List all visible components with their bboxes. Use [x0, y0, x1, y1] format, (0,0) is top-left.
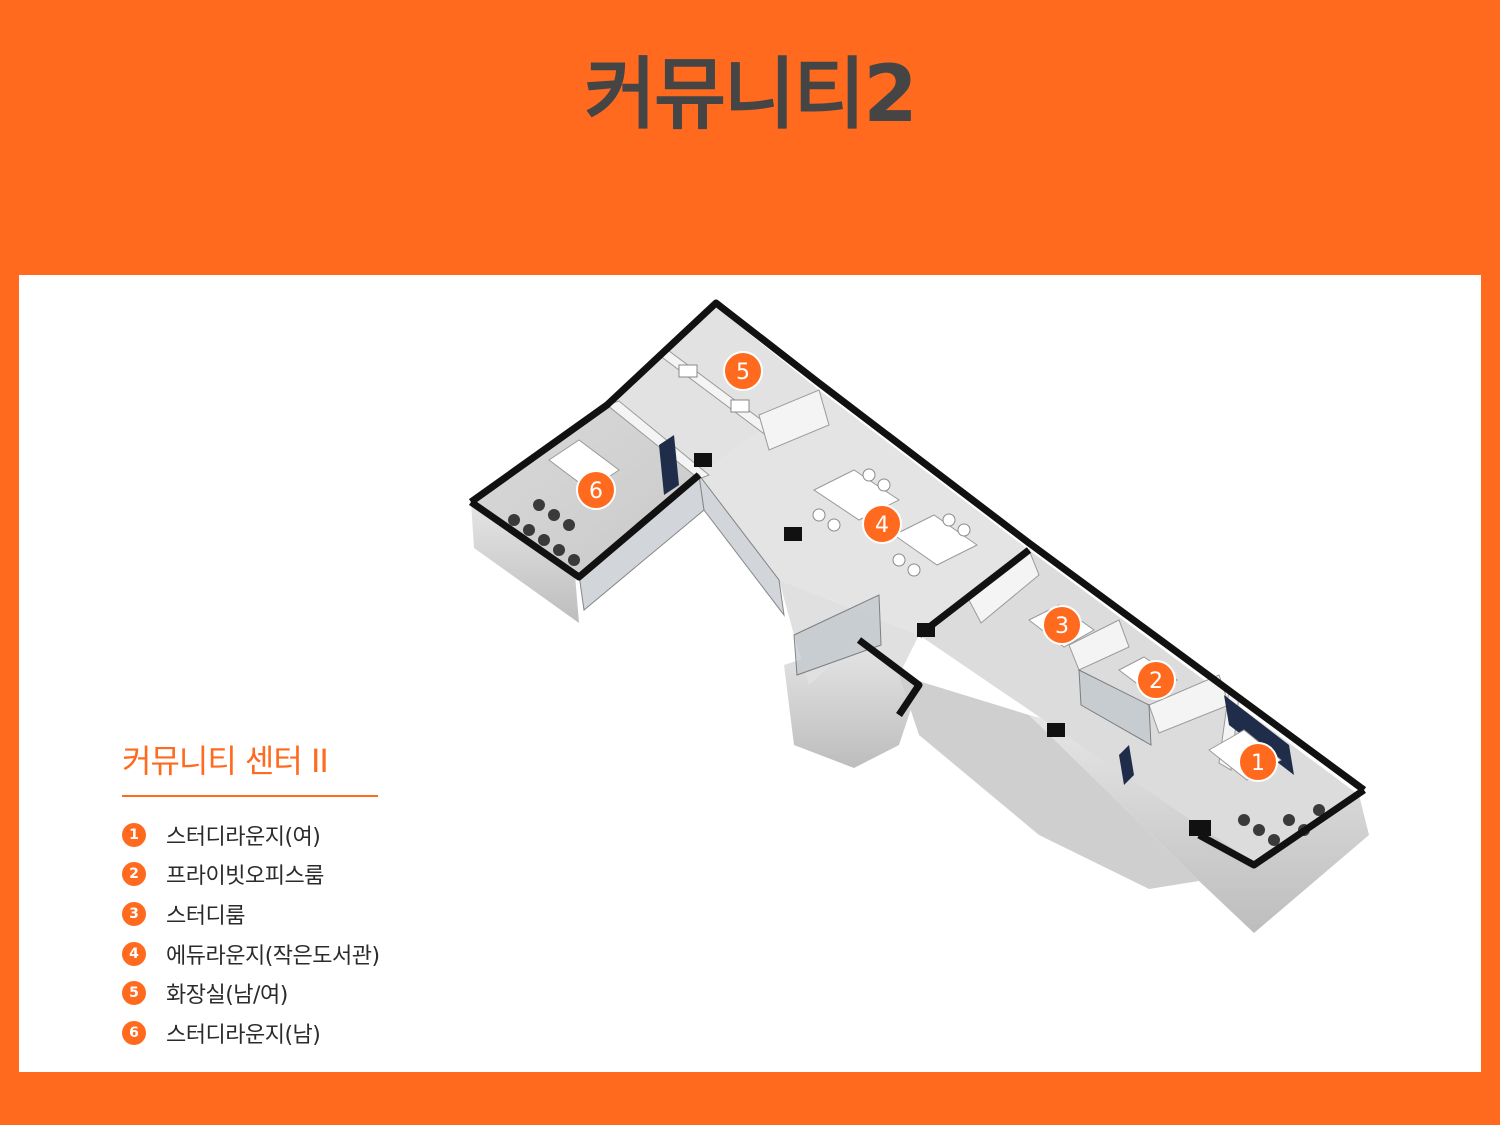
- room-marker-2: 2: [1136, 660, 1176, 700]
- legend-item-label: 스터디룸: [166, 903, 245, 929]
- room-marker-1: 1: [1238, 742, 1278, 782]
- legend-number-badge: 2: [122, 862, 146, 887]
- room-marker-label: 2: [1149, 669, 1163, 694]
- floor-plan-illustration: 1 2 3 4 5 6: [468, 299, 1369, 933]
- legend-item: 2 프라이빗오피스룸: [122, 855, 542, 895]
- legend-item: 1 스터디라운지(여): [122, 815, 542, 855]
- legend-number-badge: 6: [122, 1020, 146, 1045]
- room-marker-label: 5: [736, 360, 750, 385]
- room-marker-6: 6: [576, 470, 616, 510]
- room-marker-5: 5: [723, 351, 763, 391]
- legend-title: 커뮤니티 센터 II: [122, 742, 329, 780]
- legend-item-label: 스터디라운지(남): [166, 1022, 321, 1048]
- legend-item: 4 에듀라운지(작은도서관): [122, 934, 542, 974]
- legend-number-badge: 3: [122, 901, 146, 926]
- legend-item-label: 화장실(남/여): [166, 983, 288, 1009]
- room-legend: 커뮤니티 센터 II 1 스터디라운지(여) 2 프라이빗오피스룸 3 스터디룸…: [122, 737, 542, 1053]
- room-marker-label: 1: [1251, 751, 1265, 776]
- room-marker-4: 4: [862, 504, 902, 544]
- building-outline: [468, 299, 1367, 869]
- room-marker-label: 3: [1055, 614, 1069, 639]
- page-title: 커뮤니티2: [584, 50, 917, 140]
- legend-item: 3 스터디룸: [122, 894, 542, 934]
- legend-item-label: 스터디라운지(여): [166, 824, 321, 850]
- room-marker-label: 4: [875, 513, 889, 538]
- legend-number-badge: 4: [122, 941, 146, 966]
- legend-number-badge: 1: [122, 822, 146, 847]
- restroom-fixtures: [678, 364, 750, 413]
- room-marker-label: 6: [589, 479, 603, 504]
- legend-divider: [122, 795, 378, 797]
- legend-item-label: 에듀라운지(작은도서관): [166, 943, 380, 969]
- room-marker-3: 3: [1042, 605, 1082, 645]
- legend-item-label: 프라이빗오피스룸: [166, 864, 324, 890]
- legend-number-badge: 5: [122, 981, 146, 1006]
- content-panel: 1 2 3 4 5 6 커뮤니티 센터 II 1 스터디라운지(여): [19, 275, 1481, 1072]
- glass-partitions: [578, 473, 1152, 746]
- structural-columns: [694, 453, 1211, 836]
- legend-item: 5 화장실(남/여): [122, 973, 542, 1013]
- white-chairs: [812, 468, 971, 577]
- legend-item: 6 스터디라운지(남): [122, 1013, 542, 1053]
